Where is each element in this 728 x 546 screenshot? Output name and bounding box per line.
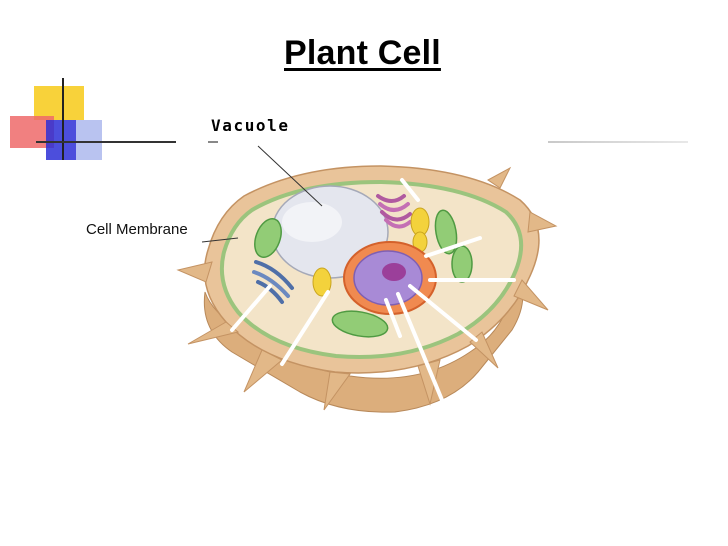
decor-horizontal-line-mid (208, 141, 218, 143)
nucleolus (382, 263, 406, 281)
decor-yellow-square (34, 86, 84, 120)
label-cell-membrane: Cell Membrane (86, 221, 188, 238)
golgi-body-left (252, 260, 294, 304)
golgi-body-top (376, 194, 412, 229)
decor-lightblue-square (76, 120, 102, 160)
page-title: Plant Cell (284, 34, 441, 72)
decor-horizontal-line-left (36, 141, 176, 143)
label-pointer-lines-dark (201, 145, 323, 243)
label-pointer-lines (230, 178, 516, 402)
chloroplasts (254, 209, 473, 338)
decor-horizontal-line-right (548, 141, 688, 143)
label-vacuole: Vacuole (211, 116, 290, 135)
decor-vertical-line (62, 78, 64, 160)
